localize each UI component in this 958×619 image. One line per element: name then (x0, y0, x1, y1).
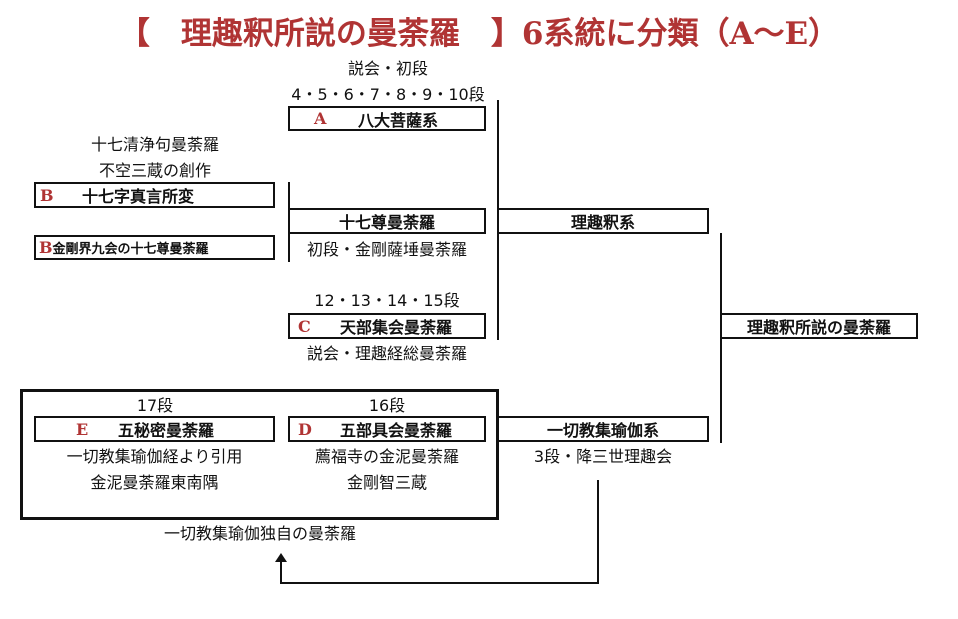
connector-line (280, 582, 599, 584)
label-dan-16: 16段 (368, 396, 406, 415)
box-label: 理趣釈系 (570, 213, 635, 232)
box-letter: B (40, 185, 54, 205)
box-c: C 天部集会曼荼羅 (288, 313, 486, 339)
box-a: A 八大菩薩系 (288, 106, 486, 131)
box-label: 八大菩薩系 (358, 110, 439, 130)
label-d-2: 金剛智三蔵 (346, 473, 427, 492)
connector-line (280, 560, 282, 584)
label-shodan-kongo: 初段・金剛薩埵曼荼羅 (306, 240, 467, 259)
label-dan-4-10: 4・5・6・7・8・9・10段 (291, 85, 485, 104)
label-jushichi-2: 不空三蔵の創作 (98, 161, 211, 180)
box-label: 十七字真言所変 (82, 187, 195, 206)
box-letter: D (298, 419, 312, 439)
label-jushichi-1: 十七清浄句曼荼羅 (90, 135, 219, 154)
box-letter: B (39, 238, 53, 257)
box-label: 五秘密曼荼羅 (118, 421, 215, 440)
label-d-1: 薦福寺の金泥曼荼羅 (314, 447, 459, 466)
group-frame (20, 389, 499, 520)
box-label: 理趣釈所説の曼荼羅 (746, 318, 891, 337)
box-letter: A (314, 109, 327, 128)
arrow-up-icon (275, 553, 287, 562)
box-b2: B 金剛界九会の十七尊曼荼羅 (34, 235, 275, 260)
box-label: 五部具会曼荼羅 (340, 421, 453, 440)
label-dokuji: 一切教集瑜伽独自の曼荼羅 (163, 524, 356, 543)
box-label: 天部集会曼荼羅 (340, 318, 453, 337)
box-rishushaku: 理趣釈系 (497, 208, 709, 234)
label-dan-12-15: 12・13・14・15段 (314, 291, 460, 310)
label-e-2: 金泥曼荼羅東南隅 (90, 473, 219, 492)
box-label: 十七尊曼荼羅 (338, 213, 435, 232)
page-title: 【 理趣釈所説の曼荼羅 】6系統に分類（A～E） (118, 16, 840, 52)
box-letter: C (298, 316, 311, 336)
label-sekkai-shodan: 説会・初段 (347, 59, 428, 78)
label-e-1: 一切教集瑜伽経より引用 (66, 447, 243, 466)
label-sandan: 3段・降三世理趣会 (533, 447, 673, 466)
box-b1: B 十七字真言所変 (34, 182, 275, 208)
box-letter: E (76, 419, 89, 439)
connector-line (597, 480, 599, 584)
box-label: 金剛界九会の十七尊曼荼羅 (52, 242, 209, 257)
box-label: 一切教集瑜伽系 (546, 421, 659, 440)
box-jushichison: 十七尊曼荼羅 (288, 208, 486, 234)
box-d: D 五部具会曼荼羅 (288, 416, 486, 442)
label-sekkai-rishu: 説会・理趣経総曼荼羅 (306, 344, 467, 363)
box-issai: 一切教集瑜伽系 (497, 416, 709, 442)
box-e: E 五秘密曼荼羅 (34, 416, 275, 442)
label-dan-17: 17段 (136, 396, 174, 415)
box-root: 理趣釈所説の曼荼羅 (720, 313, 918, 339)
